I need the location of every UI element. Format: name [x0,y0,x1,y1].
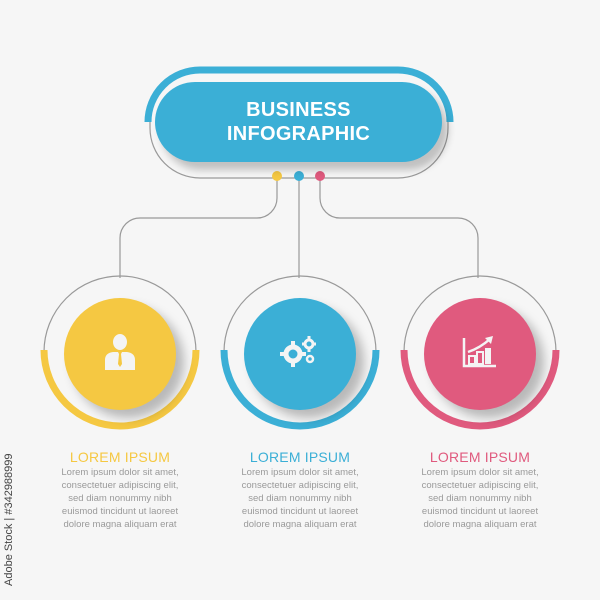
businessman-icon [98,330,142,379]
body-line: consectetuer adipiscing elit, [241,480,359,491]
body-line: sed diam nonummy nibh [248,493,352,504]
body-line: Lorem ipsum dolor sit amet, [61,467,179,478]
body-line: euismod tincidunt ut laoreet [61,506,179,517]
title-banner: BUSINESS INFOGRAPHIC [155,82,442,162]
node-title-3: LOREM IPSUM [429,449,531,465]
node-body-2: Lorem ipsum dolor sit amet, consectetuer… [210,466,390,531]
body-line: Lorem ipsum dolor sit amet, [421,467,539,478]
node-ring-3 [400,275,560,430]
stock-watermark: Adobe Stock | #342988999 [3,453,15,586]
body-line: euismod tincidunt ut laoreet [421,506,539,517]
node-ring-1 [40,275,200,430]
node-title-2: LOREM IPSUM [249,449,351,465]
node-circle-1 [64,298,176,410]
title-line-2: INFOGRAPHIC [226,123,371,145]
node-body-1: Lorem ipsum dolor sit amet, consectetuer… [30,466,210,531]
body-line: Lorem ipsum dolor sit amet, [241,467,359,478]
body-line: sed diam nonummy nibh [68,493,172,504]
body-line: dolore magna aliquam erat [423,519,537,530]
body-line: euismod tincidunt ut laoreet [241,506,359,517]
node-circle-3 [424,298,536,410]
node-ring-2 [220,275,380,430]
connector-dot-pink [315,171,325,181]
title-line-1: BUSINESS [246,99,351,121]
node-body-3: Lorem ipsum dolor sit amet, consectetuer… [390,466,570,531]
node-circle-2 [244,298,356,410]
gears-icon [277,332,323,377]
connector-dot-yellow [272,171,282,181]
body-line: consectetuer adipiscing elit, [421,480,539,491]
body-line: dolore magna aliquam erat [63,519,177,530]
body-line: consectetuer adipiscing elit, [61,480,179,491]
connector-dot-blue [294,171,304,181]
node-title-1: LOREM IPSUM [69,449,171,465]
body-line: sed diam nonummy nibh [428,493,532,504]
body-line: dolore magna aliquam erat [243,519,357,530]
growth-chart-icon [460,334,500,375]
